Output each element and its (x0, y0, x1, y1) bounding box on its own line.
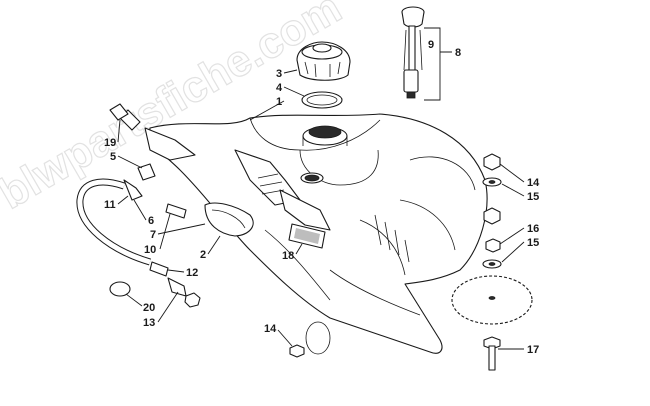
callout-6: 6 (148, 215, 154, 227)
callout-7: 7 (150, 229, 156, 241)
callout-11: 11 (104, 199, 116, 211)
callout-14-bottom: 14 (264, 323, 277, 335)
callout-16: 16 (527, 223, 539, 235)
callout-1: 1 (276, 96, 282, 108)
callout-3: 3 (276, 68, 282, 80)
callout-13: 13 (143, 317, 155, 329)
callout-labels: 3 4 1 9 8 19 5 11 6 7 10 2 12 20 13 18 1… (104, 39, 540, 356)
callout-14-top: 14 (527, 177, 540, 189)
callout-15-bottom: 15 (527, 237, 539, 249)
callout-5: 5 (110, 151, 116, 163)
callout-8-bracket (424, 27, 452, 101)
heat-shield (204, 202, 254, 237)
callout-19: 19 (104, 137, 116, 149)
callout-20: 20 (143, 302, 155, 314)
fuel-gauge (401, 6, 425, 99)
cap-gasket (301, 91, 343, 109)
callout-17: 17 (527, 344, 539, 356)
label-plate (288, 223, 326, 249)
callout-12: 12 (186, 267, 198, 279)
callout-4: 4 (276, 82, 283, 94)
callout-9: 9 (428, 39, 434, 51)
callout-15-top: 15 (527, 191, 539, 203)
callout-2: 2 (200, 249, 206, 261)
callout-8: 8 (455, 47, 461, 59)
gas-cap (296, 41, 351, 81)
callout-18: 18 (282, 250, 294, 262)
callout-10: 10 (144, 244, 156, 256)
mounting-hardware-right (451, 153, 533, 371)
fuel-line (76, 178, 152, 266)
fittings (109, 103, 331, 358)
